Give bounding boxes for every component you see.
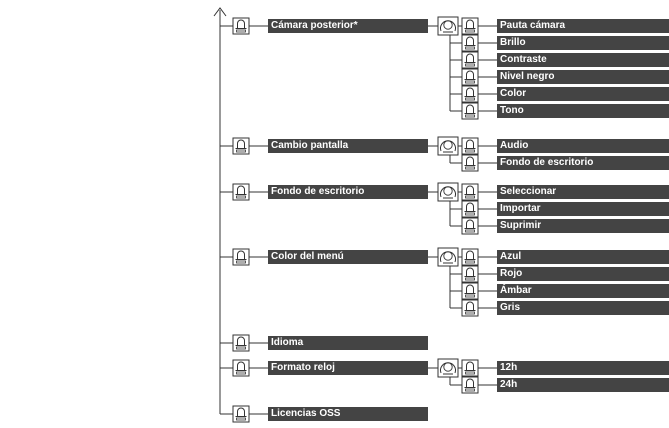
submenu-item-audio-label: Audio	[500, 140, 528, 151]
press-icon-gris	[461, 299, 479, 317]
press-icon-fondo-de-escritorio	[232, 183, 250, 201]
submenu-item-contraste-label: Contraste	[500, 54, 547, 65]
submenu-item-suprimir: Suprimir	[497, 219, 669, 233]
press-icon-idioma	[232, 334, 250, 352]
menu-item-cambio-pantalla: Cambio pantalla	[268, 139, 428, 153]
submenu-item-rojo: Rojo	[497, 267, 669, 281]
submenu-item-contraste: Contraste	[497, 53, 669, 67]
menu-item-fondo-de-escritorio: Fondo de escritorio	[268, 185, 428, 199]
submenu-item-nivel-negro: Nivel negro	[497, 70, 669, 84]
submenu-item-nivel-negro-label: Nivel negro	[500, 71, 554, 82]
knob-icon-camara-posterior	[437, 16, 459, 36]
press-icon-color-del-menu	[232, 248, 250, 266]
submenu-item-color: Color	[497, 87, 669, 101]
submenu-item-12h-label: 12h	[500, 362, 517, 373]
menu-item-color-del-menu-label: Color del menú	[271, 251, 344, 262]
submenu-item-suprimir-label: Suprimir	[500, 220, 541, 231]
submenu-item-tono-label: Tono	[500, 105, 524, 116]
submenu-item-12h: 12h	[497, 361, 669, 375]
submenu-item-azul: Azul	[497, 250, 669, 264]
menu-item-idioma-label: Idioma	[271, 337, 304, 348]
menu-item-idioma: Idioma	[268, 336, 428, 350]
submenu-item-24h-label: 24h	[500, 379, 517, 390]
menu-item-formato-reloj: Formato reloj	[268, 361, 428, 375]
submenu-item-pauta-camara: Pauta cámara	[497, 19, 669, 33]
menu-item-cambio-pantalla-label: Cambio pantalla	[271, 140, 349, 151]
knob-icon-cambio-pantalla	[437, 136, 459, 156]
submenu-item-brillo: Brillo	[497, 36, 669, 50]
submenu-item-importar-label: Importar	[500, 203, 541, 214]
submenu-item-24h: 24h	[497, 378, 669, 392]
submenu-item-fondo-de-escritorio-label: Fondo de escritorio	[500, 157, 593, 168]
menu-item-licencias-oss: Licencias OSS	[268, 407, 428, 421]
submenu-item-ambar-label: Ámbar	[500, 283, 532, 296]
press-icon-contraste	[461, 51, 479, 69]
press-icon-24h	[461, 376, 479, 394]
submenu-item-gris: Gris	[497, 301, 669, 315]
menu-item-color-del-menu: Color del menú	[268, 250, 428, 264]
press-icon-licencias-oss	[232, 405, 250, 423]
submenu-item-rojo-label: Rojo	[500, 268, 522, 279]
press-icon-12h	[461, 359, 479, 377]
press-icon-camara-posterior	[232, 17, 250, 35]
knob-icon-formato-reloj	[437, 358, 459, 378]
submenu-item-tono: Tono	[497, 104, 669, 118]
press-icon-brillo	[461, 34, 479, 52]
press-icon-color	[461, 85, 479, 103]
press-icon-fondo-de-escritorio	[461, 154, 479, 172]
menu-item-licencias-oss-label: Licencias OSS	[271, 408, 341, 419]
menu-item-camara-posterior-label: Cámara posterior*	[271, 20, 358, 31]
submenu-item-brillo-label: Brillo	[500, 37, 526, 48]
submenu-item-ambar: Ámbar	[497, 283, 669, 298]
press-icon-suprimir	[461, 217, 479, 235]
submenu-item-fondo-de-escritorio: Fondo de escritorio	[497, 156, 669, 170]
press-icon-importar	[461, 200, 479, 218]
menu-item-formato-reloj-label: Formato reloj	[271, 362, 335, 373]
submenu-item-color-label: Color	[500, 88, 526, 99]
submenu-item-seleccionar-label: Seleccionar	[500, 186, 556, 197]
spine-arrow-icon	[213, 7, 227, 17]
submenu-item-pauta-camara-label: Pauta cámara	[500, 20, 565, 31]
press-icon-azul	[461, 248, 479, 266]
submenu-item-audio: Audio	[497, 139, 669, 153]
submenu-item-importar: Importar	[497, 202, 669, 216]
press-icon-cambio-pantalla	[232, 137, 250, 155]
press-icon-formato-reloj	[232, 359, 250, 377]
press-icon-ambar	[461, 282, 479, 300]
press-icon-audio	[461, 137, 479, 155]
press-icon-nivel-negro	[461, 68, 479, 86]
submenu-item-azul-label: Azul	[500, 251, 521, 262]
press-icon-seleccionar	[461, 183, 479, 201]
menu-item-camara-posterior: Cámara posterior*	[268, 19, 428, 33]
press-icon-rojo	[461, 265, 479, 283]
submenu-item-seleccionar: Seleccionar	[497, 185, 669, 199]
menu-item-fondo-de-escritorio-label: Fondo de escritorio	[271, 186, 364, 197]
knob-icon-fondo-de-escritorio	[437, 182, 459, 202]
knob-icon-color-del-menu	[437, 247, 459, 267]
press-icon-pauta-camara	[461, 17, 479, 35]
submenu-item-gris-label: Gris	[500, 302, 520, 313]
press-icon-tono	[461, 102, 479, 120]
